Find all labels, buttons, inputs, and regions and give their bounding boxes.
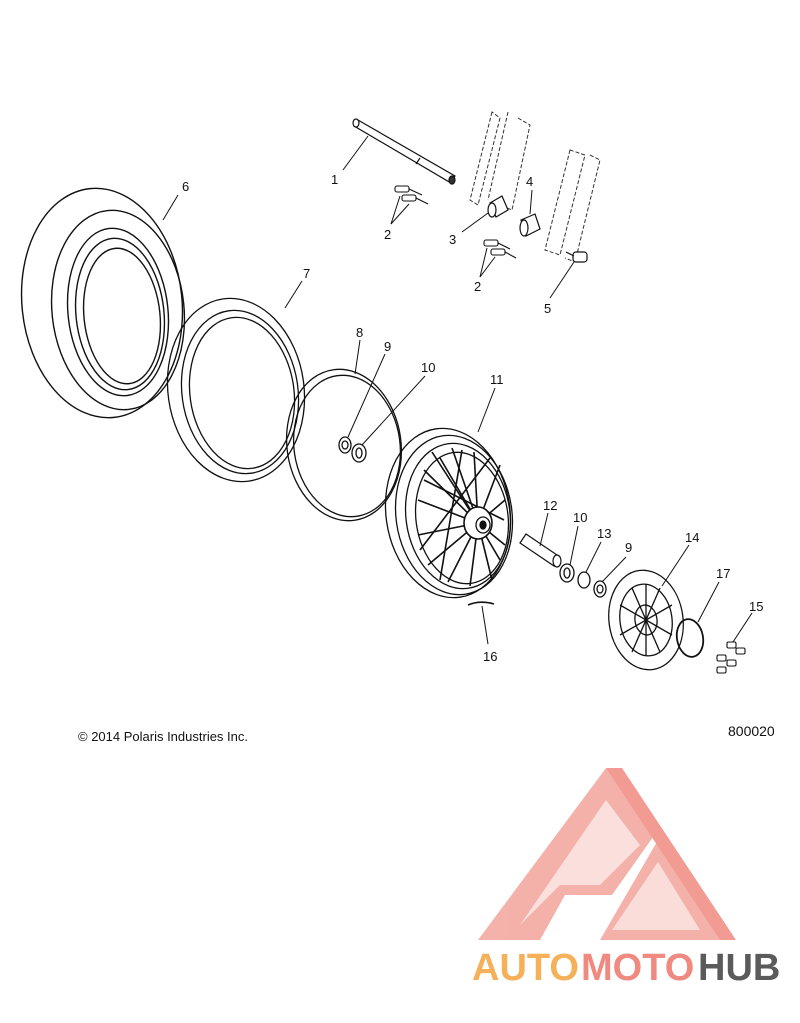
callout-6: 6 [182,179,189,194]
part-spacer-left [487,195,509,218]
copyright-notice: © 2014 Polaris Industries Inc. [78,729,248,744]
part-spacer-right [519,213,541,237]
callout-4: 4 [526,174,533,189]
callout-13: 13 [597,526,611,541]
callout-9-right: 9 [625,540,632,555]
leader-lines [162,135,753,645]
part-rim-band [285,368,403,522]
callout-labels: 1 2 2 3 4 5 6 7 8 9 10 11 12 10 13 9 14 … [182,172,763,664]
callout-1: 1 [331,172,338,187]
callout-9-left: 9 [384,339,391,354]
part-bearing-right [559,563,575,583]
part-rotor-bolts [716,641,746,674]
callout-3: 3 [449,232,456,247]
wheel-spokes [417,447,506,587]
callout-16: 16 [483,649,497,664]
callout-7: 7 [303,266,310,281]
part-lock-ring [675,618,705,658]
part-valve-clip [467,601,495,606]
callout-5: 5 [544,301,551,316]
watermark-text: AUTO MOTO HUB [472,947,780,989]
callout-17: 17 [716,566,730,581]
part-snap-ring [577,571,591,589]
callout-8: 8 [356,325,363,340]
part-inner-tube [166,297,306,483]
part-brake-rotor [608,569,684,671]
part-pinch-bolts-upper [394,185,429,205]
part-hub-spacer [519,533,562,568]
part-axle [352,118,456,185]
watermark-text-hub: HUB [698,947,780,989]
part-seal-right [593,580,607,598]
part-tire [20,187,186,419]
callout-12: 12 [543,498,557,513]
part-bearing-left [338,436,367,463]
watermark-text-moto: MOTO [581,947,694,989]
part-axle-bolt [565,251,588,263]
callout-10-left: 10 [421,360,435,375]
callout-14: 14 [685,530,699,545]
callout-11: 11 [490,372,504,387]
figure-number: 800020 [728,723,775,739]
callout-10-right: 10 [573,510,587,525]
part-spoked-wheel [384,427,514,599]
part-pinch-bolts-lower [483,239,517,259]
fork-legs [469,111,601,263]
watermark-logo [478,768,736,940]
callout-15: 15 [749,599,763,614]
watermark-text-auto: AUTO [472,947,579,989]
callout-2-lower: 2 [474,279,481,294]
callout-2-upper: 2 [384,227,391,242]
